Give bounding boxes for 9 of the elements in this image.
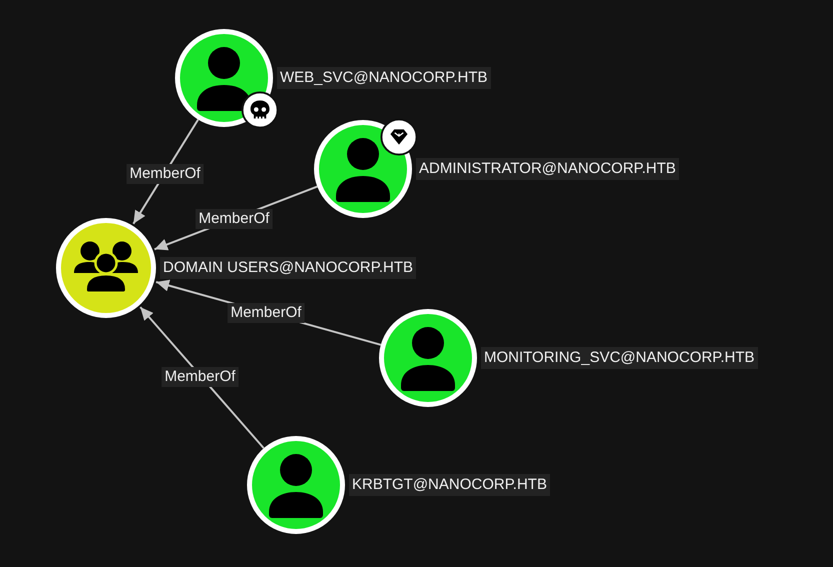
node-label: DOMAIN USERS@NANOCORP.HTB: [160, 257, 416, 279]
node-label: KRBTGT@NANOCORP.HTB: [349, 474, 550, 496]
node-label: MONITORING_SVC@NANOCORP.HTB: [481, 347, 758, 369]
edge-label: MemberOf: [196, 209, 272, 229]
edge-label: MemberOf: [126, 164, 204, 184]
node-label: WEB_SVC@NANOCORP.HTB: [277, 67, 490, 89]
node-label: ADMINISTRATOR@NANOCORP.HTB: [416, 158, 679, 180]
edge-label: MemberOf: [162, 367, 238, 387]
edge-label: MemberOf: [228, 303, 304, 323]
